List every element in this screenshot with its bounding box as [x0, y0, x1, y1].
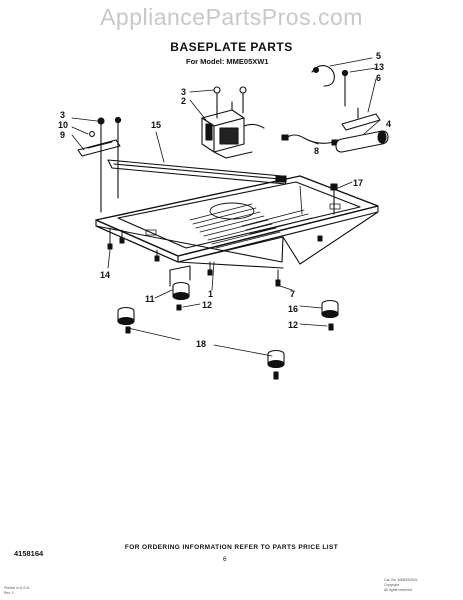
callout-14: 14: [100, 270, 110, 280]
fine-print-right-3: All rights reserved: [384, 588, 413, 592]
fine-print-right-1: Cat. No. MME05XW1: [384, 578, 418, 582]
fine-print-right-2: Copyright: [384, 583, 399, 587]
leader-lines: [71, 57, 381, 357]
callout-3-upper: 3: [181, 87, 186, 97]
baseplate: [95, 175, 379, 269]
callout-16: 16: [288, 304, 298, 314]
ordering-note: FOR ORDERING INFORMATION REFER TO PARTS …: [124, 544, 339, 551]
callout-13: 13: [374, 62, 384, 72]
callout-10: 10: [58, 120, 68, 130]
callout-12-right: 12: [288, 320, 298, 330]
capacitor-bracket-part-6: [341, 107, 381, 131]
watermark: AppliancePartsPros.com: [100, 4, 363, 30]
callout-3-left: 3: [60, 110, 65, 120]
wire-harness-part-8: [281, 134, 339, 146]
cord-part-5: [311, 65, 335, 87]
callout-9: 9: [60, 130, 65, 140]
callout-17: 17: [353, 178, 363, 188]
callout-4: 4: [386, 119, 391, 129]
document-number: 4158164: [14, 549, 44, 558]
rail-part-15: [107, 159, 287, 185]
fine-print-left-2: Rev. 1: [4, 591, 14, 595]
model-line: For Model: MME05XW1: [186, 57, 269, 66]
diagram-title: BASEPLATE PARTS: [170, 40, 293, 54]
callout-1: 1: [208, 289, 213, 299]
underside-screws: [107, 227, 323, 287]
callout-12-left: 12: [202, 300, 212, 310]
transformer-part-2: [201, 86, 265, 159]
page-number: 6: [223, 556, 227, 563]
callout-2: 2: [181, 96, 186, 106]
vent-slots: [189, 203, 313, 249]
feet-part-16-and-11: [117, 265, 339, 380]
callout-7: 7: [290, 289, 295, 299]
callout-5: 5: [376, 51, 381, 61]
callout-18: 18: [196, 339, 206, 349]
callout-6: 6: [376, 73, 381, 83]
bracket-part-9: [77, 139, 121, 157]
callout-numbers: 5 13 6 4 3 2 3 10 9 15 8 17 14 1 11 12 7…: [58, 51, 391, 349]
screws-small: [89, 69, 349, 215]
callout-8: 8: [314, 146, 319, 156]
fine-print-left-1: Printed in U.S.A.: [4, 586, 30, 590]
capacitor-part-4: [335, 130, 389, 153]
callout-15: 15: [151, 120, 161, 130]
callout-11: 11: [145, 294, 155, 304]
